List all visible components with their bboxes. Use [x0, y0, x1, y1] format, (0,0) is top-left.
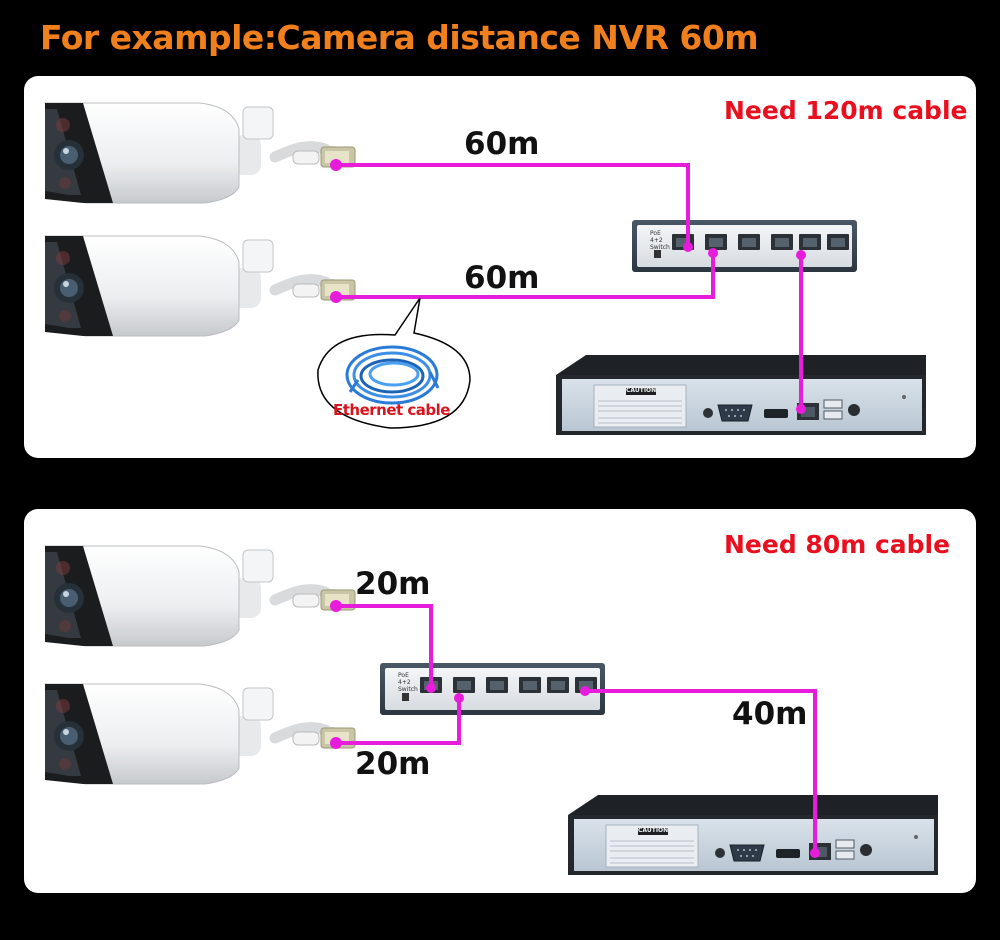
distance-label-cam4: 20m — [355, 746, 431, 782]
cable-lines-2 — [334, 604, 817, 855]
nvr-recorder-1 — [555, 354, 927, 436]
distance-label-cam2: 60m — [464, 260, 540, 296]
page-title: For example:Camera distance NVR 60m — [40, 18, 759, 57]
ethernet-cable-label: Ethernet cable — [333, 401, 450, 419]
cable-lines-1 — [334, 163, 803, 411]
nvr-caution-2: CAUTION — [638, 827, 669, 834]
camera-2 — [45, 236, 355, 336]
distance-label-cam3: 20m — [355, 566, 431, 602]
distance-label-switch-nvr: 40m — [732, 696, 808, 732]
distance-label-cam1: 60m — [464, 126, 540, 162]
nvr-caution-1: CAUTION — [626, 387, 657, 394]
need-cable-label-2: Need 80m cable — [724, 530, 951, 559]
ethernet-cable-callout — [317, 297, 471, 429]
need-cable-label-1: Need 120m cable — [724, 96, 968, 125]
camera-4 — [45, 684, 355, 784]
nvr-recorder-2 — [567, 794, 939, 876]
camera-3 — [45, 546, 355, 646]
camera-1 — [45, 103, 355, 203]
